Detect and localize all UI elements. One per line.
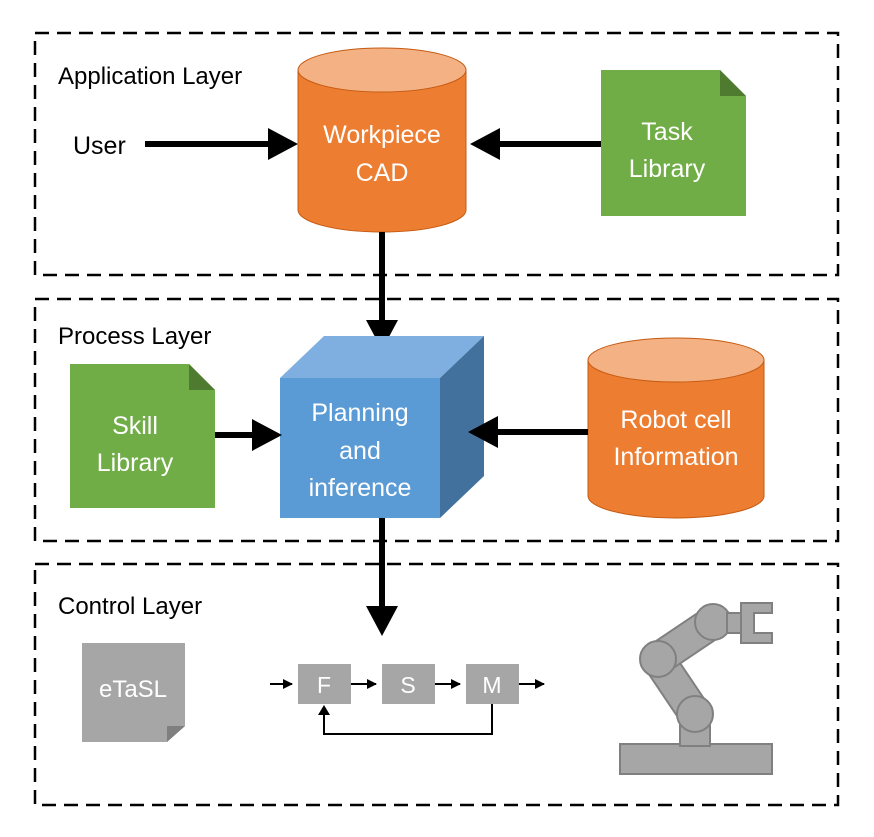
task-library-label-line1: Task	[641, 118, 693, 146]
user-to-cad-arrow	[145, 128, 298, 160]
workpiece-cad-label-line2: CAD	[356, 159, 409, 187]
etasl-label: eTaSL	[99, 676, 167, 703]
task-library-document: Task Library	[601, 70, 746, 216]
etasl-document: eTaSL	[82, 643, 185, 742]
block-s	[382, 664, 435, 704]
robot-cell-label-line1: Robot cell	[620, 406, 731, 434]
skill-library-label-line1: Skill	[112, 412, 158, 440]
process-layer-frame	[33, 297, 840, 543]
control-layer-title: Control Layer	[58, 593, 202, 620]
task-library-label-line2: Library	[629, 155, 706, 183]
task-library-to-cad-arrow	[470, 128, 601, 160]
robot-arm-icon	[619, 602, 773, 775]
block-m	[466, 664, 519, 704]
robot-cell-cylinder: Robot cell Information	[587, 337, 765, 519]
skill-library-document: Skill Library	[70, 364, 215, 508]
workpiece-cad-label-line1: Workpiece	[323, 121, 441, 149]
workpiece-cad-cylinder: Workpiece CAD	[297, 47, 467, 233]
application-layer-title: Application Layer	[58, 63, 242, 90]
block-m-label: M	[482, 672, 501, 698]
robot-cell-to-planning-arrow	[468, 416, 588, 448]
cad-to-planning-arrow	[366, 232, 398, 350]
feedback-line	[323, 704, 493, 735]
planning-to-control-arrow	[366, 518, 398, 636]
planning-label-line1: Planning	[311, 399, 408, 427]
block-f-label: F	[317, 672, 331, 698]
control-layer-frame	[33, 562, 840, 807]
skill-library-to-planning-arrow	[215, 419, 282, 451]
planning-inference-cube: Planning and inference	[280, 336, 484, 518]
skill-library-label-line2: Library	[97, 449, 174, 477]
planning-label-line2: and	[339, 437, 381, 465]
user-label: User	[73, 132, 126, 160]
block-s-label: S	[400, 672, 415, 698]
process-layer-title: Process Layer	[58, 323, 211, 350]
planning-label-line3: inference	[309, 474, 412, 502]
robot-cell-label-line2: Information	[613, 443, 738, 471]
block-f	[298, 664, 351, 704]
application-layer-frame	[33, 31, 840, 277]
control-loop: F S M	[270, 664, 545, 735]
